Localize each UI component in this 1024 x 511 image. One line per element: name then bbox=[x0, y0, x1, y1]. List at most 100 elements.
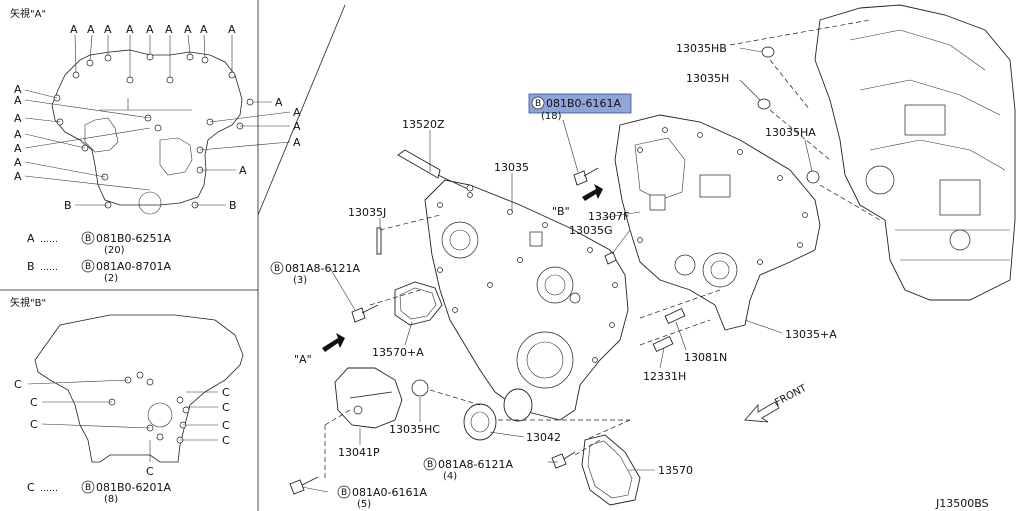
front-timing-cover bbox=[424, 179, 629, 421]
svg-text:A: A bbox=[27, 232, 35, 245]
view-b-cover-outline bbox=[34, 314, 244, 463]
inner-timing-cover bbox=[614, 114, 821, 331]
svg-text:A: A bbox=[14, 142, 22, 155]
front-arrow bbox=[744, 401, 780, 423]
svg-text:A: A bbox=[14, 156, 22, 169]
gasket-13570 bbox=[581, 434, 641, 506]
view-b-callout-letters: C C C C C C C C bbox=[14, 378, 230, 478]
svg-text:B: B bbox=[427, 460, 433, 470]
label-13035hb: 13035HB bbox=[676, 42, 727, 55]
label-13041p: 13041P bbox=[338, 446, 380, 459]
view-b-bolt-holes bbox=[108, 371, 190, 444]
svg-text:B: B bbox=[341, 488, 347, 498]
view-a-cover-outline bbox=[51, 49, 243, 206]
svg-text:……: …… bbox=[40, 484, 58, 494]
svg-text:A: A bbox=[275, 96, 283, 109]
svg-text:C: C bbox=[222, 419, 230, 432]
view-a-leaders bbox=[24, 34, 291, 206]
svg-text:A: A bbox=[70, 23, 78, 36]
svg-text:A: A bbox=[14, 170, 22, 183]
svg-text:A: A bbox=[146, 23, 154, 36]
o-ring-13035ha bbox=[806, 170, 820, 184]
label-13035hc: 13035HC bbox=[389, 423, 440, 436]
view-a-window-right bbox=[159, 137, 193, 176]
label-081b0-6161a: 081B0-6161A bbox=[546, 97, 622, 110]
label-12331h: 12331H bbox=[643, 370, 686, 383]
view-b-title: 矢視"B" bbox=[10, 296, 46, 309]
bolts bbox=[289, 167, 617, 495]
cover-13041p bbox=[334, 367, 403, 429]
svg-text:A: A bbox=[14, 83, 22, 96]
view-a-title: 矢視"A" bbox=[10, 7, 46, 20]
svg-text:A: A bbox=[126, 23, 134, 36]
svg-text:(5): (5) bbox=[357, 499, 371, 510]
highlight-081b0-6161a bbox=[528, 93, 632, 114]
view-a-arrow bbox=[322, 333, 345, 352]
o-ring-13035h bbox=[757, 98, 771, 110]
o-ring-13035hb bbox=[761, 46, 775, 58]
label-13035g: 13035G bbox=[569, 224, 613, 237]
view-a-window-left bbox=[84, 117, 119, 153]
o-ring-13035hc bbox=[411, 379, 429, 397]
svg-text:A: A bbox=[293, 106, 301, 119]
svg-text:A: A bbox=[14, 112, 22, 125]
label-13035a: 13035+A bbox=[785, 328, 837, 341]
svg-text:……: …… bbox=[40, 235, 58, 245]
dowel-12331h bbox=[652, 335, 674, 353]
label-13035j: 13035J bbox=[348, 206, 386, 219]
svg-text:(4): (4) bbox=[443, 471, 457, 482]
engine-block bbox=[814, 4, 1016, 301]
part-labels: 13520Z 13035 13035J B 081A8-6121A (3) 13… bbox=[270, 42, 989, 510]
svg-text:A: A bbox=[228, 23, 236, 36]
svg-text:A: A bbox=[200, 23, 208, 36]
svg-text:C: C bbox=[222, 386, 230, 399]
svg-text:B: B bbox=[85, 262, 91, 272]
svg-text:B: B bbox=[85, 234, 91, 244]
dowel-13081n bbox=[664, 307, 686, 325]
view-b-panel: 矢視"B" C C C C C C C C bbox=[10, 296, 244, 505]
svg-text:……: …… bbox=[40, 263, 58, 273]
label-081a8-bot: 081A8-6121A bbox=[438, 458, 513, 471]
dowel-13035j bbox=[376, 227, 382, 255]
svg-text:C: C bbox=[30, 396, 38, 409]
svg-text:B: B bbox=[229, 199, 237, 212]
svg-text:C: C bbox=[14, 378, 22, 391]
view-b-arrow bbox=[582, 184, 603, 201]
main-leaders bbox=[301, 47, 813, 493]
svg-text:A: A bbox=[293, 136, 301, 149]
label-13307f: 13307F bbox=[588, 210, 629, 223]
label-13570a: 13570+A bbox=[372, 346, 424, 359]
view-b-legend: C …… B 081B0-6201A (8) bbox=[27, 480, 172, 505]
label-081a8-top: 081A8-6121A bbox=[285, 262, 360, 275]
svg-text:A: A bbox=[14, 128, 22, 141]
legend-a-part: 081B0-6251A bbox=[96, 232, 172, 245]
oil-level-gauge bbox=[397, 149, 474, 192]
legend-b-part: 081A0-8701A bbox=[96, 260, 171, 273]
svg-text:B: B bbox=[535, 99, 541, 109]
label-13570: 13570 bbox=[658, 464, 693, 477]
label-13081n: 13081N bbox=[684, 351, 727, 364]
label-front: FRONT bbox=[773, 382, 809, 408]
svg-text:C: C bbox=[222, 401, 230, 414]
svg-text:(20): (20) bbox=[104, 245, 125, 256]
view-a-crank-hole bbox=[138, 191, 162, 215]
svg-text:C: C bbox=[30, 418, 38, 431]
svg-text:A: A bbox=[184, 23, 192, 36]
svg-text:B: B bbox=[274, 264, 280, 274]
main-exploded-view: 13520Z 13035 13035J B 081A8-6121A (3) 13… bbox=[270, 4, 1016, 510]
label-13035h: 13035H bbox=[686, 72, 729, 85]
svg-text:B: B bbox=[27, 260, 35, 273]
svg-text:B: B bbox=[64, 199, 72, 212]
svg-text:(18): (18) bbox=[541, 111, 562, 122]
svg-text:A: A bbox=[239, 164, 247, 177]
label-13035ha: 13035HA bbox=[765, 126, 816, 139]
label-13520z: 13520Z bbox=[402, 118, 445, 131]
label-13035: 13035 bbox=[494, 161, 529, 174]
panel-dividers bbox=[0, 0, 346, 511]
diagram-code: J13500BS bbox=[935, 497, 989, 510]
oil-seal-13042 bbox=[463, 388, 533, 441]
label-view-a-ref: "A" bbox=[294, 353, 312, 366]
view-b-leaders bbox=[27, 379, 218, 462]
view-a-bolt-holes bbox=[53, 53, 254, 209]
